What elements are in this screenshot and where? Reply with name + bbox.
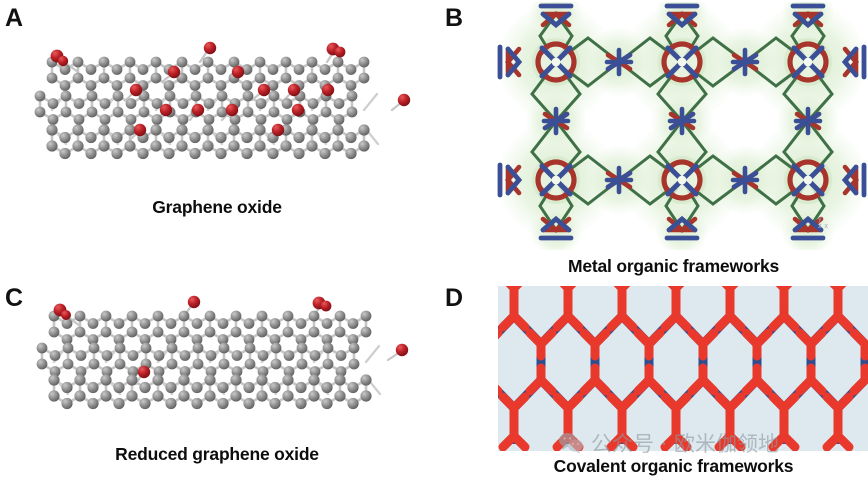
- panel-label-d: D: [445, 284, 464, 312]
- axis-z-label: z: [818, 223, 822, 231]
- axis-y-label: y: [818, 216, 822, 223]
- panel-c: C: [0, 280, 434, 492]
- caption-covalent-organic-frameworks: Covalent organic frameworks: [553, 456, 794, 476]
- caption-graphene-oxide: Graphene oxide: [152, 197, 282, 217]
- mof-structure: [496, 2, 868, 250]
- axis-indicator: y z x: [818, 216, 828, 231]
- cof-structure: [498, 286, 868, 451]
- caption-metal-organic-frameworks: Metal organic frameworks: [567, 256, 780, 276]
- axis-x-label: x: [824, 223, 829, 231]
- cof-nodes: [498, 286, 868, 451]
- caption-reduced-graphene-oxide: Reduced graphene oxide: [115, 444, 319, 464]
- graphene-oxide-structure: [30, 41, 420, 188]
- reduced-graphene-oxide-structure: [32, 295, 422, 424]
- panel-label-b: B: [445, 4, 464, 32]
- panel-label-c: C: [5, 284, 24, 312]
- oxygen-groups: [53, 295, 409, 379]
- panel-label-a: A: [5, 4, 24, 32]
- panel-d: D: [434, 280, 868, 492]
- panel-a: A: [0, 0, 434, 246]
- oxygen-groups: [50, 41, 411, 137]
- panel-b: B: [434, 0, 868, 290]
